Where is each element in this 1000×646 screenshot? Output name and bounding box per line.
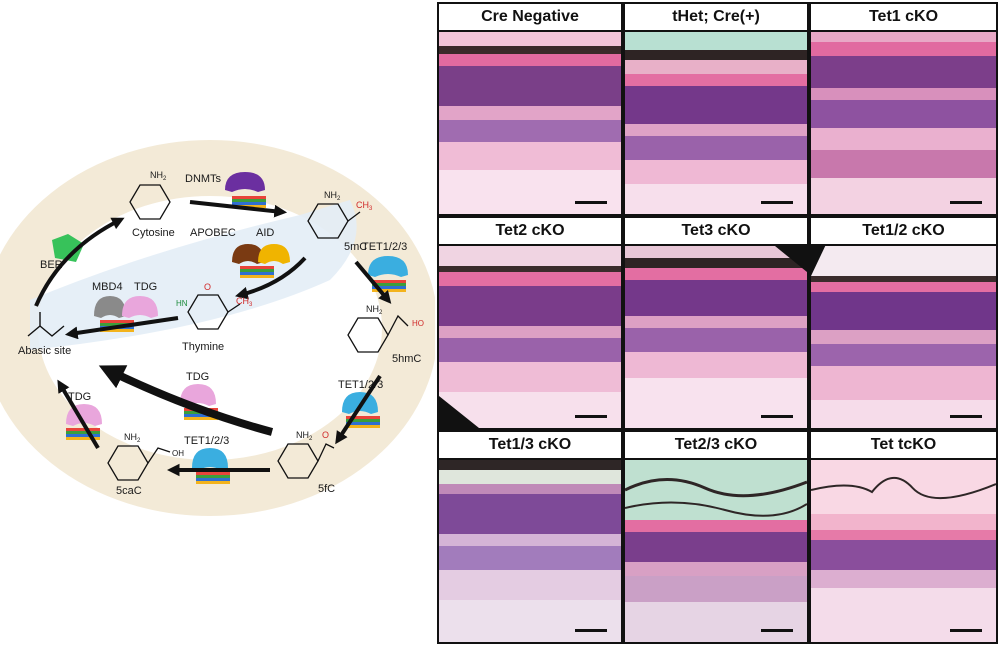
retina-histology-grid: Cre Negative tHet; Cre(+) [437,2,998,644]
5fc-label: 5fC [318,483,335,495]
5cac-oh: OH [172,449,184,458]
scale-bar [761,629,793,632]
panel-title: tHet; Cre(+) [625,4,807,32]
5hmc-structure [347,314,409,353]
dnmts-label: DNMTs [185,173,222,185]
dna-demethylation-cycle-diagram: NH2 Cytosine DNMTs NH2 CH3 5mC APOBEC AI… [0,140,435,516]
panel-tet-tcko: Tet tcKO [811,432,996,642]
abasic-site-structure [27,312,65,337]
micrograph [625,246,807,428]
micrograph [811,246,996,428]
arrow-5mc-to-thymine [235,256,307,300]
ber-enzyme-icon [52,234,84,262]
arrow-5cac-to-abasic [57,379,100,450]
panel-tet12-cko: Tet1/2 cKO [811,218,996,428]
micrograph [439,246,621,428]
5fc-o: O [322,430,329,440]
5hmc-label: 5hmC [392,353,421,365]
scale-bar [950,629,982,632]
tet-enzyme-icon-1 [368,256,408,277]
arrow-cytosine-to-5mc [189,200,288,218]
5hmc-nh2: NH2 [366,304,383,316]
thymine-label: Thymine [182,341,224,353]
panel-cre-negative: Cre Negative [439,4,621,214]
cycle-ring [0,140,435,516]
micrograph [625,32,807,214]
panel-tet2-cko: Tet2 cKO [439,218,621,428]
panel-title: Cre Negative [439,4,621,32]
apobec-enzyme-icon [232,244,264,264]
panel-thet-cre: tHet; Cre(+) [625,4,807,214]
micrograph [439,460,621,642]
mbd4-enzyme-icon [94,296,126,318]
dnmts-enzyme-icon [225,172,265,192]
5mc-structure [307,203,361,239]
panel-tet3-cko: Tet3 cKO [625,218,807,428]
panel-title: Tet2 cKO [439,218,621,246]
tdg-label-3: TDG [68,391,91,403]
panel-title: Tet1 cKO [811,4,996,32]
5fc-structure [277,443,335,479]
arrow-thymine-to-abasic [64,316,179,340]
arrow-5hmc-to-5fc [335,374,382,445]
panel-title: Tet3 cKO [625,218,807,246]
tdg-label-2: TDG [186,371,209,383]
arrow-abasic-to-cytosine [34,217,125,307]
micrograph [811,32,996,214]
5mc-ch3: CH3 [356,200,373,212]
scale-bar [950,201,982,204]
tdg-enzyme-icon-1 [122,296,158,318]
scale-bar [761,201,793,204]
thymine-structure [187,294,241,330]
aid-label: AID [256,227,274,239]
5cac-label: 5caC [116,485,142,497]
5cac-nh2: NH2 [124,432,141,444]
thymine-ch3: CH3 [236,296,253,308]
5fc-nh2: NH2 [296,430,313,442]
arrow-5mc-to-5hmc [354,260,392,304]
cytosine-structure [129,184,171,220]
tet-label-3: TET1/2/3 [184,435,229,447]
thymine-hn: HN [176,299,188,308]
panel-tet13-cko: Tet1/3 cKO [439,432,621,642]
aid-enzyme-icon [258,244,290,264]
micrograph [625,460,807,642]
micrograph [439,32,621,214]
thymine-o: O [204,282,211,292]
tet-label-1: TET1/2/3 [362,241,407,253]
scale-bar [950,415,982,418]
panel-tet1-cko: Tet1 cKO [811,4,996,214]
5mc-label: 5mC [344,241,367,253]
panel-title: Tet tcKO [811,432,996,460]
tdg-enzyme-icon-2 [180,384,216,406]
scale-bar [575,415,607,418]
panel-tet23-cko: Tet2/3 cKO [625,432,807,642]
tet-enzyme-icon-3 [192,448,228,470]
arrow-5fc-to-abasic [98,365,274,436]
cytosine-label: Cytosine [132,227,175,239]
5mc-nh2: NH2 [324,190,341,202]
scale-bar [575,201,607,204]
5hmc-ho: HO [412,319,424,328]
5cac-structure [107,445,171,481]
tdg-label-1: TDG [134,281,157,293]
panel-title: Tet2/3 cKO [625,432,807,460]
mbd4-label: MBD4 [92,281,123,293]
abasic-site-label: Abasic site [18,345,71,357]
micrograph [811,460,996,642]
panel-title: Tet1/2 cKO [811,218,996,246]
scale-bar [761,415,793,418]
scale-bar [575,629,607,632]
panel-title: Tet1/3 cKO [439,432,621,460]
cytosine-nh2: NH2 [150,170,167,182]
apobec-label: APOBEC [190,227,236,239]
